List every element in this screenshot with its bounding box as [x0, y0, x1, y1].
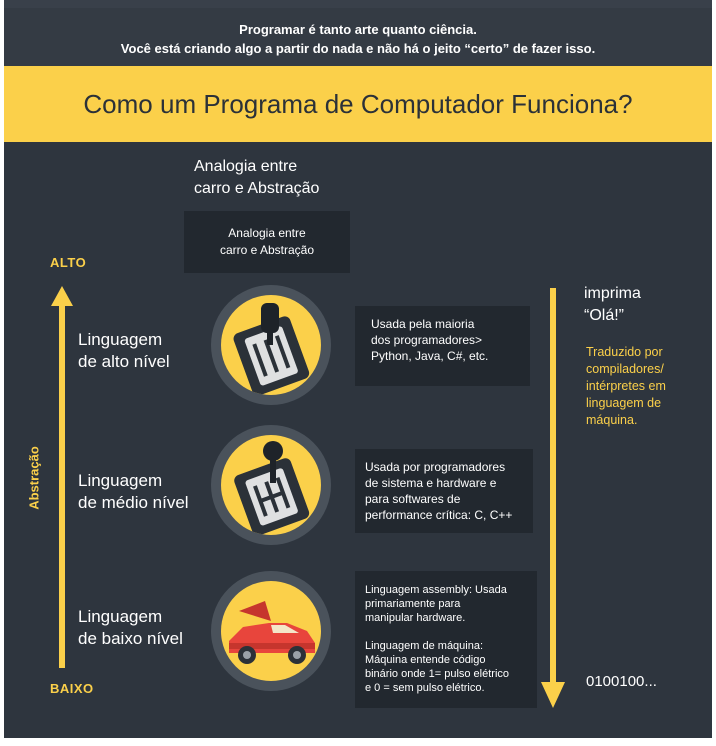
level-mid-line-2: de médio nível	[78, 493, 189, 512]
level-low-info-b-line-2: Máquina entende código	[365, 654, 486, 666]
level-low-label: Linguagem de baixo nível	[78, 606, 183, 650]
level-mid-circle	[211, 425, 331, 545]
intro-text: Programar é tanto arte quanto ciência. V…	[4, 20, 712, 58]
infographic: Programar é tanto arte quanto ciência. V…	[4, 0, 712, 746]
title-band	[4, 66, 712, 142]
analogy-box-line-2: carro e Abstração	[219, 243, 315, 257]
top-strip	[4, 0, 712, 8]
level-high-circle	[211, 285, 331, 405]
level-mid-line-1: Linguagem	[78, 471, 163, 490]
print-hello-line-1: imprima	[584, 285, 641, 302]
level-mid-info-line-2: de sistema e hardware e	[365, 476, 497, 490]
translation-down-arrow-icon	[541, 288, 565, 708]
level-low-info-a-line-1: Linguagem assembly: Usada	[365, 584, 507, 596]
automatic-gear-shifter-icon	[233, 303, 310, 395]
bottom-strip	[0, 738, 716, 746]
print-hello-label: imprima “Olá!”	[584, 283, 641, 327]
binary-output: 0100100...	[586, 673, 657, 690]
intro-banner: Programar é tanto arte quanto ciência. V…	[4, 0, 712, 66]
intro-line-1: Programar é tanto arte quanto ciência.	[239, 22, 477, 37]
analogy-heading: Analogia entre carro e Abstração	[194, 156, 319, 200]
analogy-box-line-1: Analogia entre	[228, 226, 306, 240]
translation-note: Traduzido por compiladores/ intérpretes …	[586, 344, 666, 429]
level-mid-info-box: Usada por programadores de sistema e har…	[355, 449, 533, 533]
axis-abstraction-label: Abstração	[26, 446, 42, 510]
level-mid-info-line-3: para softwares de	[365, 492, 461, 506]
level-low-info-a-line-2: primariamente para	[365, 598, 461, 610]
level-high-circle-fill	[221, 295, 321, 395]
level-low-info-b-line-1: Linguagem de máquina:	[365, 640, 484, 652]
level-low-circle	[211, 571, 331, 691]
level-low-line-1: Linguagem	[78, 607, 163, 626]
level-high-line-2: de alto nível	[78, 352, 170, 371]
level-low-info-a-line-3: manipular hardware.	[365, 612, 466, 624]
level-high-line-1: Linguagem	[78, 330, 163, 349]
level-high-info-box: Usada pela maioria dos programadores> Py…	[355, 306, 530, 386]
level-low-info-b-line-4: e 0 = sem pulso elétrico.	[365, 682, 485, 694]
level-high-info-line-2: dos programadores>	[371, 333, 483, 347]
translation-note-line-2: compiladores/	[586, 362, 664, 376]
translation-note-line-1: Traduzido por	[586, 345, 663, 359]
analogy-heading-line-1: Analogia entre	[194, 158, 298, 175]
print-hello-line-2: “Olá!”	[584, 307, 624, 324]
level-mid-label: Linguagem de médio nível	[78, 470, 189, 514]
translation-note-line-3: intérpretes em	[586, 379, 666, 393]
axis-high-label: ALTO	[50, 255, 87, 270]
translation-note-line-5: máquina.	[586, 413, 638, 427]
axis-low-label: BAIXO	[50, 681, 94, 696]
level-low-circle-fill	[221, 581, 321, 681]
level-low-info-box: Linguagem assembly: Usada primariamente …	[355, 571, 537, 708]
intro-line-2: Você está criando algo a partir do nada …	[120, 41, 596, 56]
level-mid-circle-fill	[221, 435, 321, 535]
level-high-label: Linguagem de alto nível	[78, 329, 170, 373]
level-high-info-line-3: Python, Java, C#, etc.	[371, 349, 489, 363]
page-title: Como um Programa de Computador Funciona?	[83, 89, 633, 119]
analogy-heading-line-2: carro e Abstração	[194, 180, 320, 197]
car-open-hood-icon	[229, 601, 315, 664]
level-mid-info-line-4: performance crítica: C, C++	[365, 508, 513, 522]
level-low-line-2: de baixo nível	[78, 629, 183, 648]
level-low-info-b-line-3: binário onde 1= pulso elétrico	[365, 668, 510, 680]
level-high-info-line-1: Usada pela maioria	[371, 317, 475, 331]
abstraction-up-arrow-icon	[51, 286, 73, 668]
analogy-box: Analogia entre carro e Abstração	[184, 211, 350, 273]
translation-note-line-4: linguagem de	[586, 396, 662, 410]
level-mid-info-line-1: Usada por programadores	[365, 460, 506, 474]
manual-gear-shifter-icon	[234, 441, 310, 535]
